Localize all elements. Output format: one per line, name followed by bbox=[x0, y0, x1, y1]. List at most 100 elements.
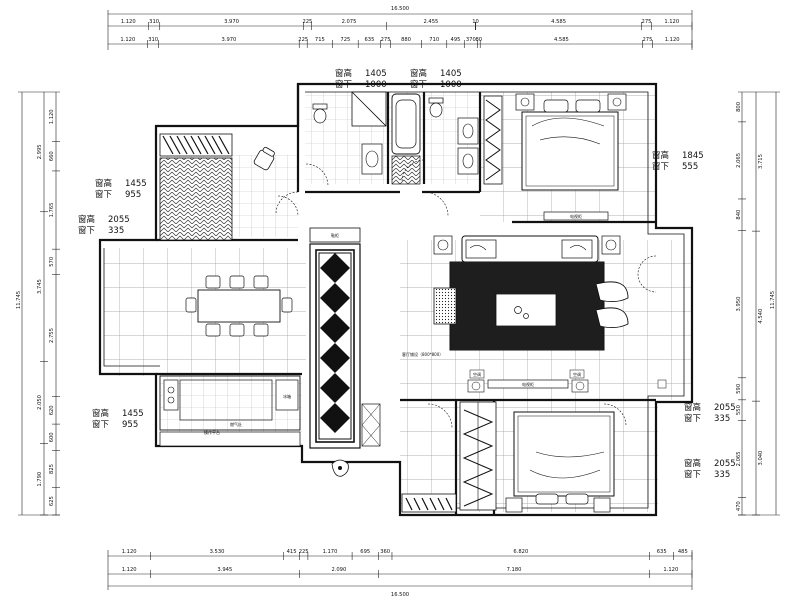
bottom-total-dim: 16.500 bbox=[391, 592, 409, 598]
window-height-label: 窗高 bbox=[335, 68, 352, 79]
right-total-dim: 11.745 bbox=[770, 291, 776, 309]
window-sill-label: 窗下 bbox=[684, 469, 702, 480]
ac-label-1: 空调 bbox=[473, 371, 481, 377]
dim-label: 625 bbox=[49, 496, 55, 506]
floor-diamond bbox=[320, 283, 350, 313]
window-height-value: 1455 bbox=[125, 179, 147, 189]
floor-diamond bbox=[320, 373, 350, 403]
dim-label: 360 bbox=[380, 549, 390, 555]
floor-diamond bbox=[320, 403, 350, 433]
dim-label: 2.755 bbox=[49, 328, 55, 343]
dim-label: 590 bbox=[736, 384, 742, 394]
window-sill-label: 窗下 bbox=[684, 413, 702, 424]
dim-label: 470 bbox=[736, 501, 742, 511]
dining-chair bbox=[281, 297, 293, 313]
rug-label: 客厅铺设（800*800） bbox=[402, 351, 443, 357]
window-height-label: 窗高 bbox=[410, 68, 427, 79]
dim-label: 2.995 bbox=[37, 144, 43, 159]
dim-label: 2.065 bbox=[736, 153, 742, 168]
dim-label: 1.120 bbox=[49, 109, 55, 124]
window-sill-label: 窗下 bbox=[78, 225, 96, 236]
toilet-1 bbox=[312, 103, 328, 124]
window-sill-value: 555 bbox=[682, 162, 698, 172]
window-height-value: 2055 bbox=[714, 403, 736, 413]
dim-label: 275 bbox=[643, 37, 653, 43]
dim-label: 1.120 bbox=[665, 37, 680, 43]
window-height-value: 1405 bbox=[440, 69, 462, 79]
window-sill-value: 335 bbox=[108, 226, 124, 236]
dim-label: 3.530 bbox=[210, 549, 225, 555]
dining-chair bbox=[253, 323, 269, 337]
dim-label: 4.540 bbox=[758, 309, 764, 324]
window-height-label: 窗高 bbox=[684, 402, 701, 413]
dim-label: 4.585 bbox=[554, 37, 569, 43]
dim-label: 725 bbox=[340, 37, 350, 43]
dim-label: 225 bbox=[302, 19, 312, 25]
bottom-dimensions bbox=[107, 550, 693, 590]
dining-area bbox=[185, 275, 293, 337]
study-room bbox=[159, 133, 299, 241]
window-sill-value: 335 bbox=[714, 414, 730, 424]
dim-label: 310 bbox=[148, 37, 158, 43]
counter-label: 操作平台 bbox=[204, 429, 220, 435]
dim-label: 1.120 bbox=[121, 19, 136, 25]
dining-chair bbox=[229, 323, 245, 337]
dim-label: 275 bbox=[642, 19, 652, 25]
dim-label: 660 bbox=[49, 151, 55, 161]
dining-chair bbox=[253, 275, 269, 289]
dim-label: 275 bbox=[381, 37, 391, 43]
window-height-value: 1455 bbox=[122, 409, 144, 419]
dim-label: 2.050 bbox=[37, 395, 43, 410]
dim-label: 620 bbox=[49, 405, 55, 415]
dim-label: 635 bbox=[365, 37, 375, 43]
left-dim-labels: 2.9953.7452.0501.7901.1206601.7655702.75… bbox=[37, 109, 55, 506]
dim-label: 3.715 bbox=[758, 154, 764, 169]
dim-label: 1.120 bbox=[122, 567, 137, 573]
dim-label: 1.790 bbox=[37, 472, 43, 487]
dim-label: 2.455 bbox=[423, 19, 438, 25]
window-height-label: 窗高 bbox=[92, 408, 109, 419]
dim-label: 825 bbox=[49, 464, 55, 474]
dim-label: 1.120 bbox=[120, 37, 135, 43]
window-sill-value: 1000 bbox=[365, 80, 387, 90]
tv-cabinet-label: 电视柜 bbox=[522, 381, 534, 387]
dining-chair bbox=[205, 275, 221, 289]
dim-label: 710 bbox=[429, 37, 439, 43]
dim-label: 715 bbox=[315, 37, 325, 43]
study-chair bbox=[253, 146, 275, 171]
dim-label: 3.040 bbox=[758, 451, 764, 466]
dim-label: 2.075 bbox=[342, 19, 357, 25]
window-note: 窗高 2055 窗下 335 bbox=[684, 402, 736, 424]
dim-label: 800 bbox=[736, 102, 742, 112]
dim-label: 3.945 bbox=[217, 567, 232, 573]
dim-label: 3.950 bbox=[736, 297, 742, 312]
master-bedroom: 电视柜 bbox=[515, 93, 627, 221]
right-dimensions bbox=[738, 91, 780, 516]
dim-label: 415 bbox=[287, 549, 297, 555]
entry-plant bbox=[331, 459, 349, 477]
dim-label: 4.585 bbox=[551, 19, 566, 25]
top-total-dim: 16.500 bbox=[391, 6, 409, 12]
window-sill-label: 窗下 bbox=[335, 79, 353, 90]
entry-corridor: 鞋柜 bbox=[309, 227, 381, 477]
dim-label: 485 bbox=[678, 549, 688, 555]
left-total-dim: 11.745 bbox=[16, 291, 22, 309]
dining-chair bbox=[205, 323, 221, 337]
window-sill-label: 窗下 bbox=[652, 161, 670, 172]
floor-diamond bbox=[320, 343, 350, 373]
dining-chair bbox=[185, 297, 197, 313]
window-height-value: 1845 bbox=[682, 151, 704, 161]
dim-label: 1.765 bbox=[49, 203, 55, 218]
window-sill-value: 955 bbox=[125, 190, 141, 200]
dim-label: 80 bbox=[475, 37, 482, 43]
bathrooms bbox=[275, 91, 503, 217]
